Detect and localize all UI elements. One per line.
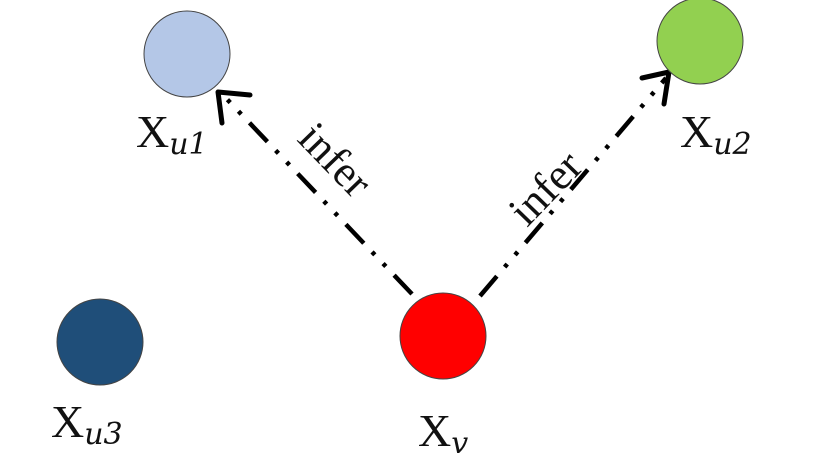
node-xu1-label-base: X: [136, 106, 169, 157]
edge-v-to-u2: infer: [478, 69, 672, 298]
node-xu1: Xu1: [136, 10, 231, 162]
node-xu2-label-base: X: [680, 106, 713, 157]
node-xu3: Xu3: [51, 298, 144, 452]
node-xv-label-sub: v: [451, 426, 468, 461]
edge-v-to-u2-label: infer: [499, 141, 592, 235]
edge-v-to-u1-line: [222, 94, 414, 296]
node-xu2: Xu2: [656, 0, 752, 162]
node-xu1-label: Xu1: [136, 106, 208, 162]
node-xu3-label-sub: u3: [84, 417, 122, 452]
node-xu3-circle: [56, 298, 144, 386]
node-xv-label: Xv: [418, 405, 468, 461]
node-xv-circle: [399, 292, 487, 380]
node-xu2-label-sub: u2: [713, 127, 751, 162]
node-xu1-circle: [143, 10, 231, 98]
node-xv: Xv: [399, 292, 487, 461]
node-xu3-label-base: X: [51, 396, 84, 447]
node-xu1-label-sub: u1: [169, 127, 207, 162]
edge-v-to-u2-line: [478, 76, 668, 298]
node-xv-label-base: X: [418, 405, 451, 456]
node-xu3-label: Xu3: [51, 396, 123, 452]
edge-v-to-u1: infer: [215, 89, 414, 296]
edge-v-to-u1-arrowhead: [215, 89, 253, 126]
edge-v-to-u1-label: infer: [289, 113, 382, 207]
edge-v-to-u2-arrowhead: [639, 69, 672, 107]
node-xu2-label: Xu2: [680, 106, 752, 162]
node-xu2-circle: [656, 0, 744, 85]
